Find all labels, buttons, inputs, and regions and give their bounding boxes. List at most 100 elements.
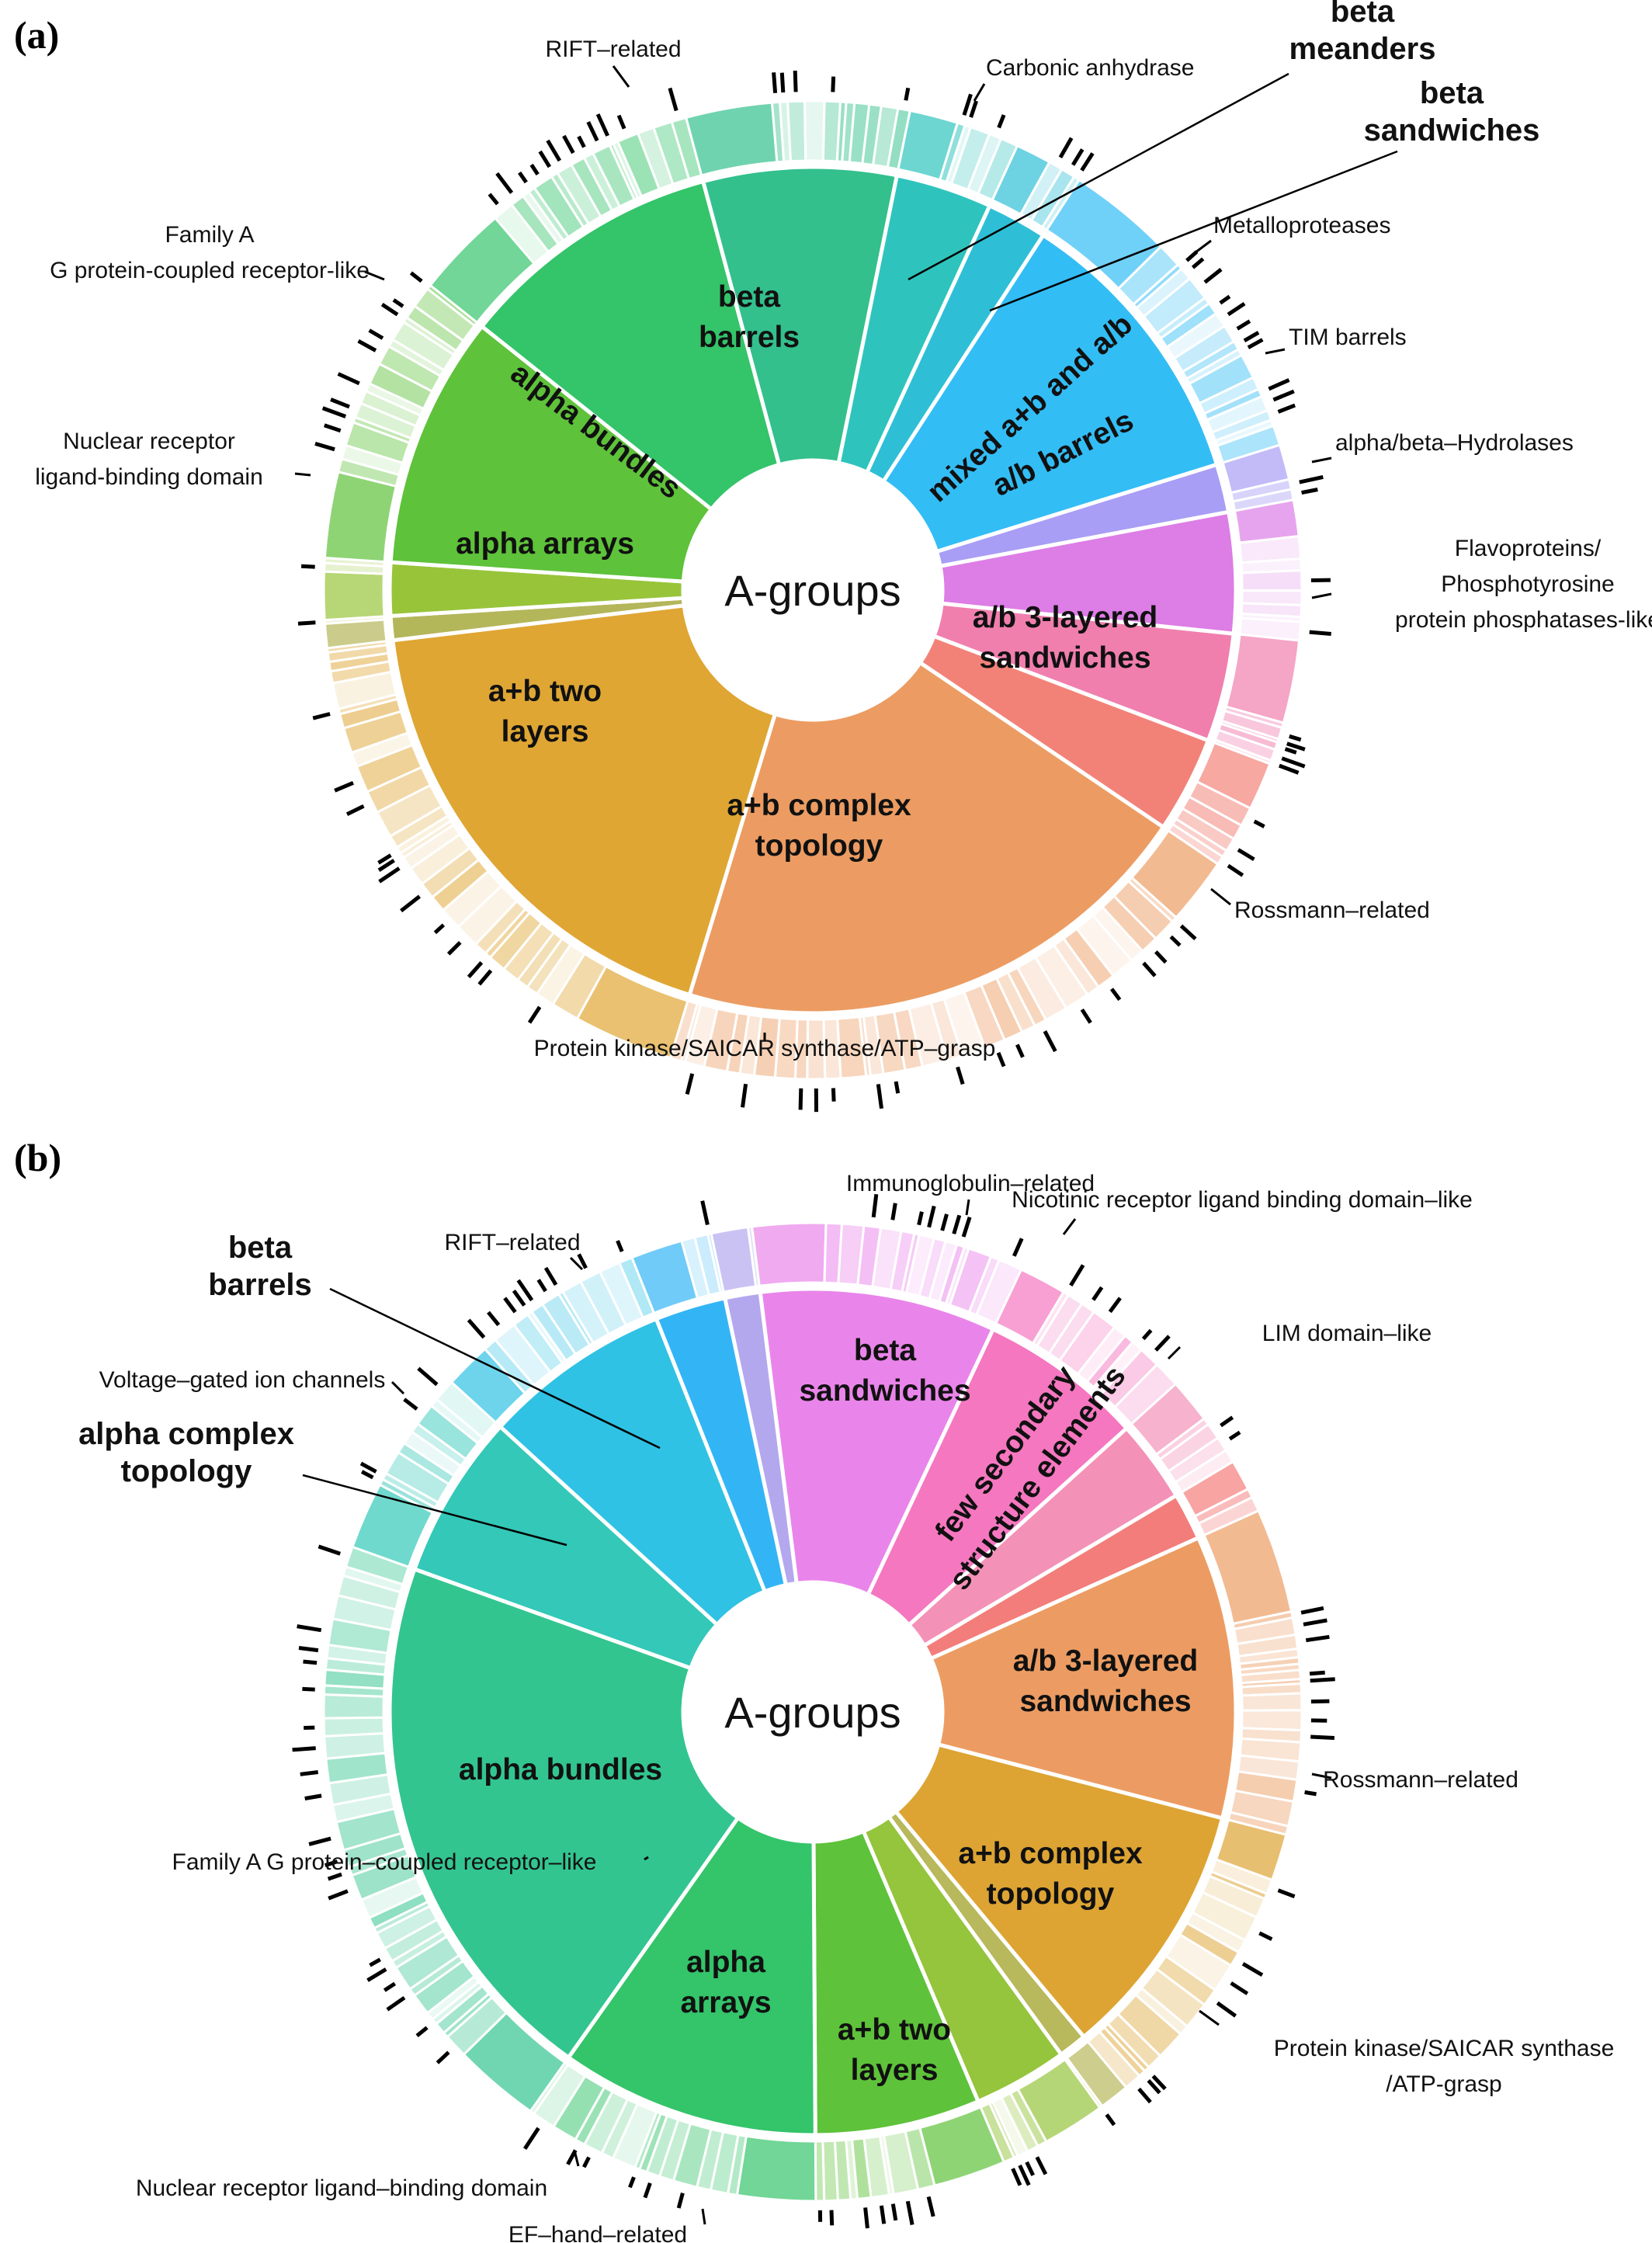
tick-mark	[1284, 747, 1297, 755]
tick-mark	[1230, 1981, 1249, 1995]
tick-mark	[330, 398, 350, 409]
tick-mark	[1303, 1618, 1328, 1627]
outer-label-line: EF–hand–related	[508, 2222, 687, 2243]
tick-mark	[1305, 1634, 1330, 1643]
leader-line	[390, 1380, 405, 1395]
tick-mark	[368, 328, 384, 340]
tick-mark	[1277, 1888, 1296, 1899]
tick-mark	[446, 941, 462, 956]
inner-label-line: alpha bundles	[459, 1753, 662, 1786]
tick-mark	[676, 2193, 685, 2209]
center-label: A-groups	[724, 566, 901, 615]
inner-label-line: beta	[854, 1334, 917, 1367]
tick-mark	[417, 1366, 439, 1387]
tick-mark	[334, 780, 354, 793]
tick-mark	[1237, 848, 1255, 862]
tick-mark	[487, 1311, 501, 1327]
outer-label-line: Rossmann–related	[1323, 1767, 1518, 1793]
leader-line	[1195, 239, 1212, 254]
tick-mark	[415, 2026, 429, 2038]
outer-ring	[322, 1221, 1303, 2203]
leader-line	[569, 1256, 584, 1271]
outer-label-line: Nuclear receptor ligand–binding domain	[136, 2175, 547, 2201]
outer-label-line: Family A	[165, 222, 254, 248]
tick-mark	[1043, 1030, 1057, 1053]
tick-mark	[927, 1205, 936, 1228]
outer-segment	[1241, 1692, 1303, 1712]
tick-mark	[1141, 1328, 1153, 1341]
tick-mark	[503, 1297, 517, 1314]
leader-line	[612, 65, 630, 88]
inner-label-line: a+b two	[838, 2013, 951, 2047]
callout-line	[302, 1474, 567, 1547]
tick-mark	[577, 1253, 588, 1269]
inner-label-alpha-arrays: alpha arrays	[456, 527, 634, 561]
center-hole	[683, 1582, 942, 1842]
callout-line	[908, 72, 1289, 281]
inner-label-alpha-arrays: alpha arrays	[680, 1946, 771, 2019]
tick-mark	[328, 1889, 349, 1901]
outer-label-metalloproteases: Metalloproteases	[1213, 213, 1390, 238]
outer-segment	[322, 1693, 385, 1720]
inner-label-line: arrays	[680, 1986, 771, 2019]
tick-mark	[523, 2127, 540, 2150]
tick-mark	[1025, 2161, 1035, 2176]
inner-label-line: a+b two	[488, 675, 602, 708]
leader-line	[1167, 1345, 1182, 1360]
tick-mark	[292, 1746, 316, 1752]
tick-mark	[831, 76, 836, 92]
tick-mark	[1219, 294, 1231, 305]
inner-label-line: sandwiches	[1019, 1685, 1191, 1718]
outer-label-rossmann-related: Rossmann–related	[1234, 898, 1430, 923]
tick-mark	[772, 72, 778, 93]
tick-mark	[314, 442, 335, 452]
tick-mark	[1035, 2156, 1048, 2175]
tick-mark	[1018, 2164, 1031, 2186]
tick-mark	[1227, 863, 1244, 877]
outer-label-line: Carbonic anhydrase	[986, 55, 1195, 81]
leader-line	[1311, 592, 1332, 599]
tick-mark	[308, 1836, 331, 1846]
inner-ring	[387, 1286, 1238, 2137]
tick-mark	[1300, 1606, 1324, 1615]
tick-mark	[1109, 988, 1122, 1002]
tick-mark	[616, 1240, 624, 1252]
tick-mark	[477, 969, 493, 986]
tick-mark	[433, 923, 446, 935]
inner-ring	[387, 165, 1238, 1016]
tick-mark	[1179, 924, 1197, 941]
outer-label-rift-related: RIFT–related	[444, 1230, 580, 1255]
tick-mark	[586, 121, 599, 142]
tick-mark	[904, 87, 911, 101]
outer-label-line: Protein kinase/SAICAR synthase/ATP–grasp	[534, 1036, 996, 1061]
outer-segment	[750, 1221, 828, 1287]
tick-mark	[318, 1544, 341, 1556]
tick-mark	[359, 1461, 377, 1474]
tick-mark	[1092, 1286, 1104, 1301]
tick-mark	[961, 1217, 972, 1238]
tick-mark	[1289, 734, 1302, 742]
tick-mark	[538, 150, 552, 168]
center-label: A-groups	[724, 1688, 901, 1737]
tick-mark	[304, 1793, 322, 1800]
outer-label-line: Flavoproteins/	[1455, 536, 1602, 561]
tick-mark	[1191, 257, 1205, 269]
outer-ring	[322, 99, 1303, 1081]
tick-mark	[917, 1211, 924, 1226]
tick-mark	[894, 1081, 901, 1094]
tick-mark	[536, 1279, 547, 1293]
tick-mark	[890, 1203, 897, 1220]
tick-mark	[997, 114, 1006, 129]
tick-mark	[581, 2156, 591, 2168]
outer-label-ef-hand-related: EF–hand–related	[508, 2222, 687, 2243]
tick-mark	[969, 100, 978, 118]
inner-label-line: topology	[987, 1877, 1115, 1911]
tick-mark	[1281, 756, 1306, 769]
inner-label-line: alpha	[686, 1946, 765, 1979]
tick-mark	[905, 2200, 914, 2225]
tick-mark	[1258, 1931, 1273, 1942]
leader-line	[364, 270, 385, 281]
